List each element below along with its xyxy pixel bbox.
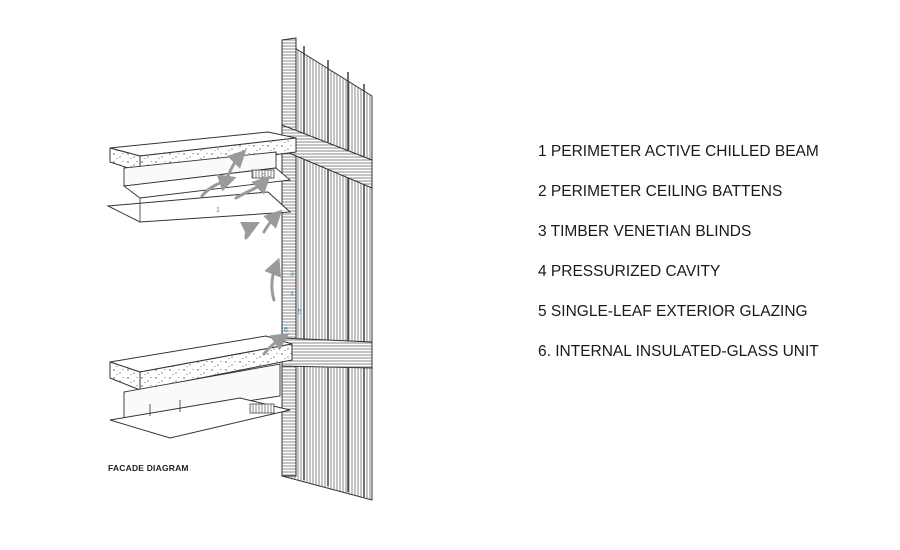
legend-item-1: 1 PERIMETER ACTIVE CHILLED BEAM (538, 143, 819, 160)
callout-4: 4 (290, 291, 294, 298)
legend-item-6: 6. INTERNAL INSULATED-GLASS UNIT (538, 343, 819, 360)
upper-floor-slab (106, 131, 297, 223)
legend-item-4: 4 PRESSURIZED CAVITY (538, 263, 721, 280)
legend-list: 1 PERIMETER ACTIVE CHILLED BEAM 2 PERIME… (538, 143, 819, 383)
callout-6: 6 (284, 327, 288, 334)
legend-item-3: 3 TIMBER VENETIAN BLINDS (538, 223, 752, 240)
callout-1: 1 (216, 207, 220, 214)
airflow-arrows (200, 149, 290, 356)
callouts: 1 2 3 4 5 6 (216, 173, 302, 334)
callout-2: 2 (262, 173, 266, 180)
diagram-caption: FACADE DIAGRAM (108, 463, 189, 473)
callout-3: 3 (290, 271, 294, 278)
facade-skin (281, 37, 373, 501)
legend-item-2: 2 PERIMETER CEILING BATTENS (538, 183, 783, 200)
legend-item-5: 5 SINGLE-LEAF EXTERIOR GLAZING (538, 303, 808, 320)
lower-floor-slab (109, 335, 293, 439)
callout-5: 5 (298, 309, 302, 316)
